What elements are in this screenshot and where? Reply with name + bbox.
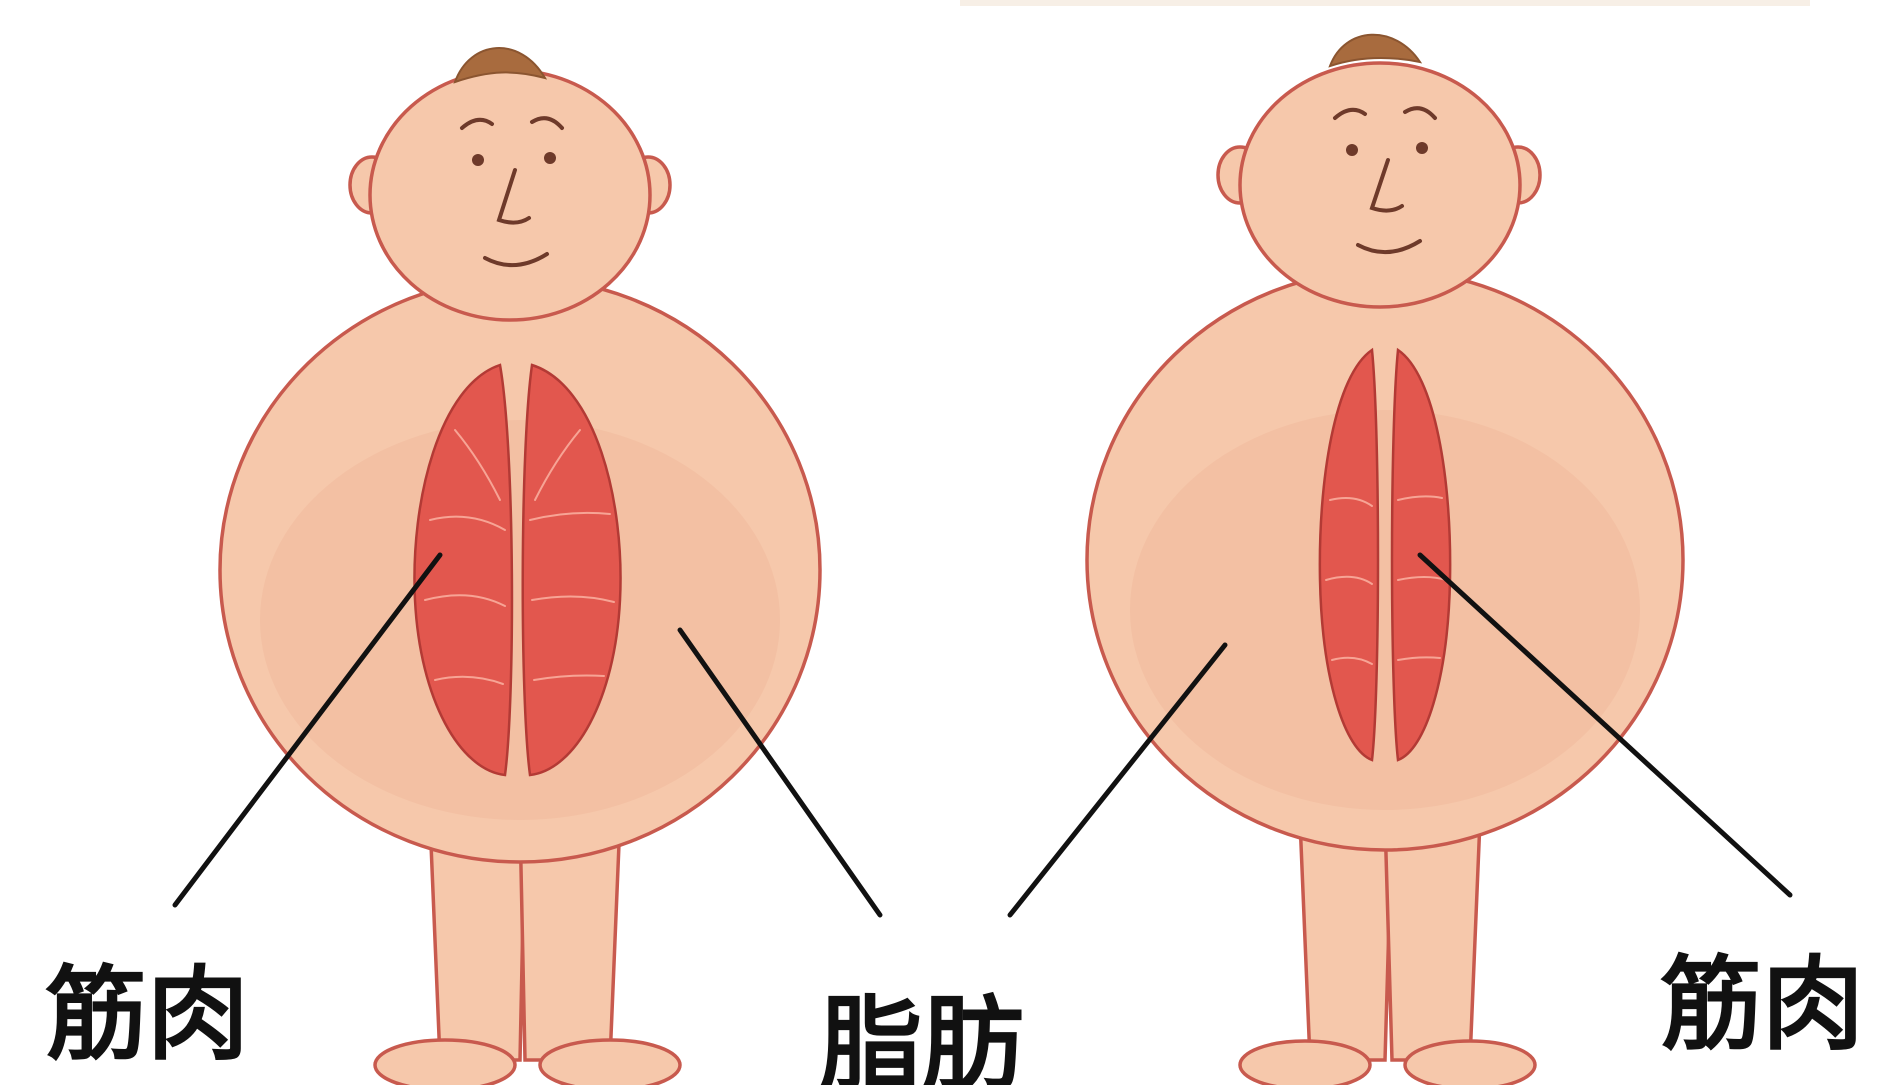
label-right-muscle: 筋肉 bbox=[1660, 946, 1864, 1065]
left-figure-head bbox=[350, 48, 670, 320]
label-center-fat: 脂肪 bbox=[820, 986, 1024, 1085]
right-figure-hair bbox=[1330, 35, 1420, 66]
top-edge-strip bbox=[960, 0, 1810, 6]
right-figure-head bbox=[1218, 35, 1540, 307]
right-figure bbox=[1087, 35, 1683, 1085]
label-left-muscle: 筋肉 bbox=[45, 956, 249, 1075]
left-figure bbox=[220, 48, 820, 1085]
right-figure-legs bbox=[1240, 820, 1535, 1085]
